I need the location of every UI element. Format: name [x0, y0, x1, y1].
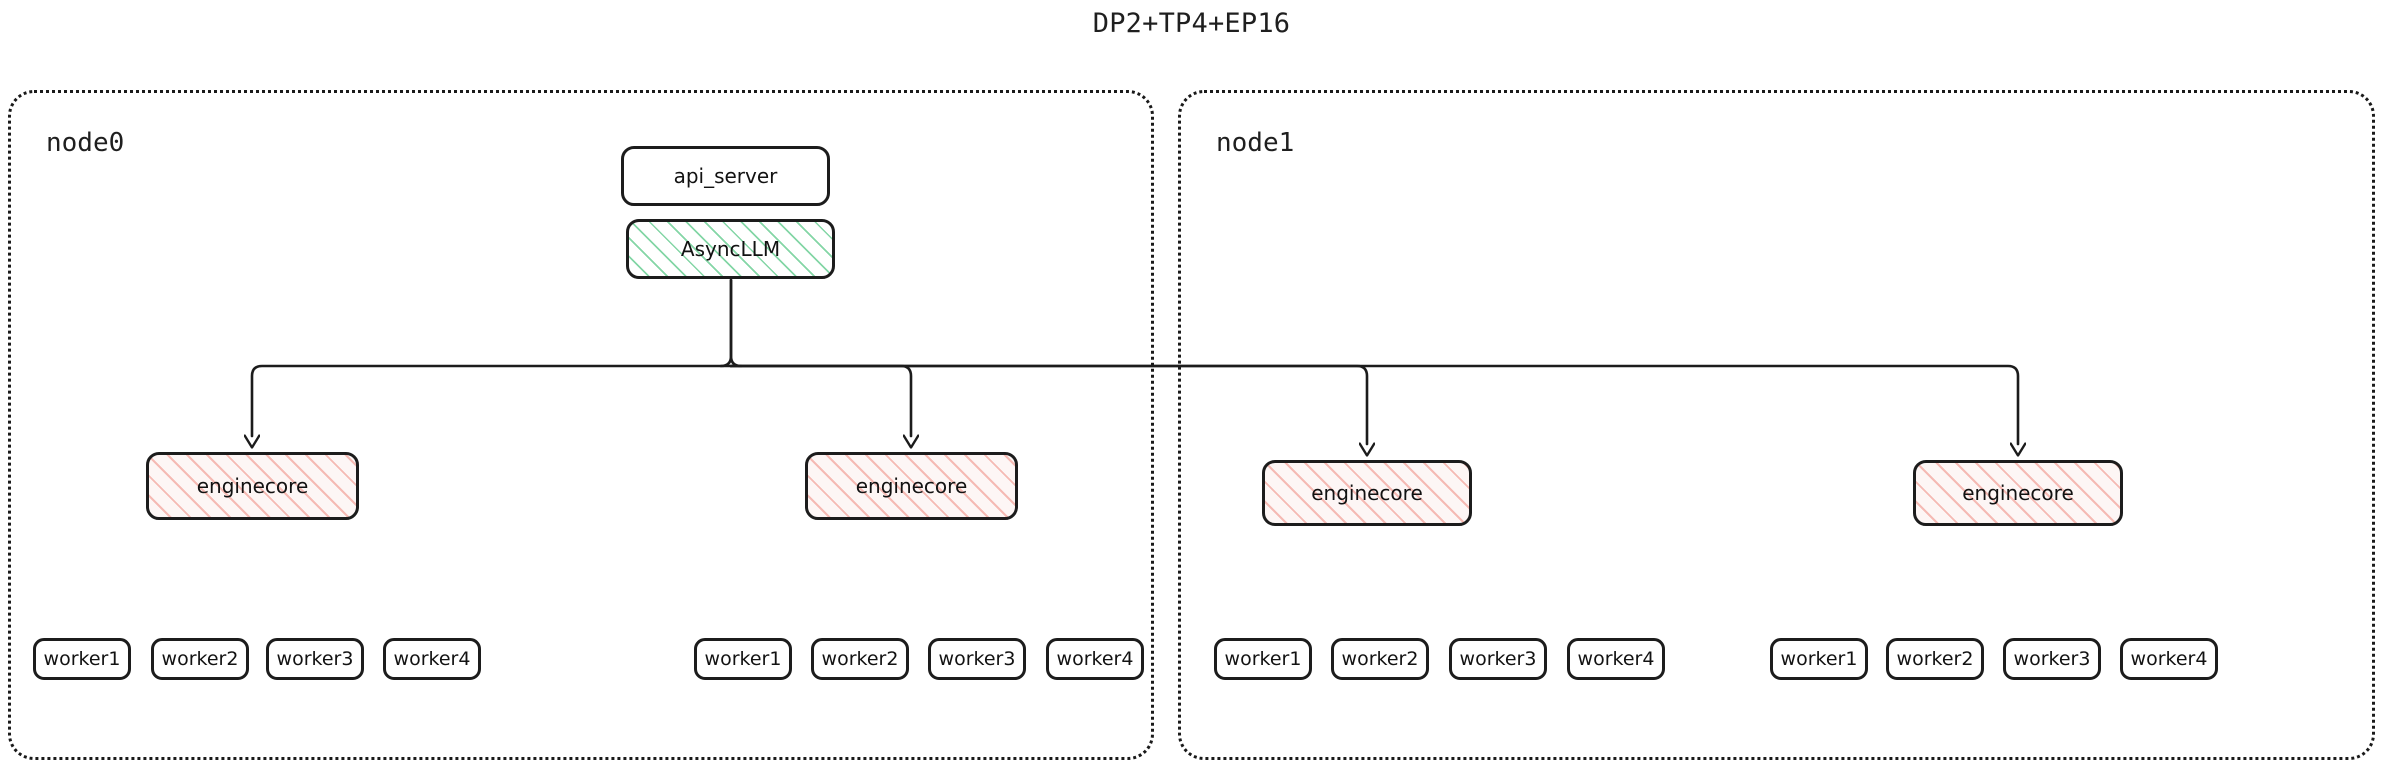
- worker-box[interactable]: worker2: [1886, 638, 1984, 680]
- worker-label: worker4: [393, 648, 471, 670]
- worker-box[interactable]: worker1: [694, 638, 792, 680]
- enginecore-label: enginecore: [196, 474, 309, 498]
- api-server-box[interactable]: api_server: [621, 146, 830, 206]
- worker-label: worker4: [1577, 648, 1655, 670]
- enginecore-box[interactable]: enginecore: [1262, 460, 1472, 526]
- worker-box[interactable]: worker4: [2120, 638, 2218, 680]
- worker-box[interactable]: worker1: [1214, 638, 1312, 680]
- enginecore-box[interactable]: enginecore: [1913, 460, 2123, 526]
- enginecore-label: enginecore: [1962, 481, 2074, 505]
- worker-label: worker2: [821, 648, 899, 670]
- worker-box[interactable]: worker2: [1331, 638, 1429, 680]
- node-label-node0: node0: [46, 128, 125, 158]
- worker-label: worker2: [1341, 648, 1419, 670]
- worker-label: worker2: [161, 648, 239, 670]
- worker-label: worker3: [1459, 648, 1537, 670]
- worker-label: worker3: [276, 648, 354, 670]
- enginecore-label: enginecore: [1311, 481, 1423, 505]
- worker-label: worker3: [2013, 648, 2091, 670]
- worker-box[interactable]: worker4: [383, 638, 481, 680]
- enginecore-box[interactable]: enginecore: [805, 452, 1018, 520]
- node-label-node1: node1: [1216, 128, 1295, 158]
- worker-box[interactable]: worker3: [2003, 638, 2101, 680]
- worker-label: worker1: [43, 648, 121, 670]
- worker-box[interactable]: worker3: [1449, 638, 1547, 680]
- worker-box[interactable]: worker1: [33, 638, 131, 680]
- worker-box[interactable]: worker2: [151, 638, 249, 680]
- worker-box[interactable]: worker2: [811, 638, 909, 680]
- worker-label: worker2: [1896, 648, 1974, 670]
- worker-box[interactable]: worker4: [1046, 638, 1144, 680]
- enginecore-box[interactable]: enginecore: [146, 452, 359, 520]
- api-server-label: api_server: [673, 164, 778, 188]
- worker-label: worker1: [1780, 648, 1858, 670]
- worker-box[interactable]: worker3: [928, 638, 1026, 680]
- worker-box[interactable]: worker3: [266, 638, 364, 680]
- async-llm-box[interactable]: AsyncLLM: [626, 219, 835, 279]
- worker-label: worker1: [704, 648, 782, 670]
- diagram-title: DP2+TP4+EP16: [1092, 8, 1291, 39]
- worker-label: worker4: [1056, 648, 1134, 670]
- worker-box[interactable]: worker4: [1567, 638, 1665, 680]
- worker-label: worker1: [1224, 648, 1302, 670]
- enginecore-label: enginecore: [855, 474, 968, 498]
- async-llm-label: AsyncLLM: [680, 237, 781, 261]
- worker-label: worker4: [2130, 648, 2208, 670]
- worker-box[interactable]: worker1: [1770, 638, 1868, 680]
- worker-label: worker3: [938, 648, 1016, 670]
